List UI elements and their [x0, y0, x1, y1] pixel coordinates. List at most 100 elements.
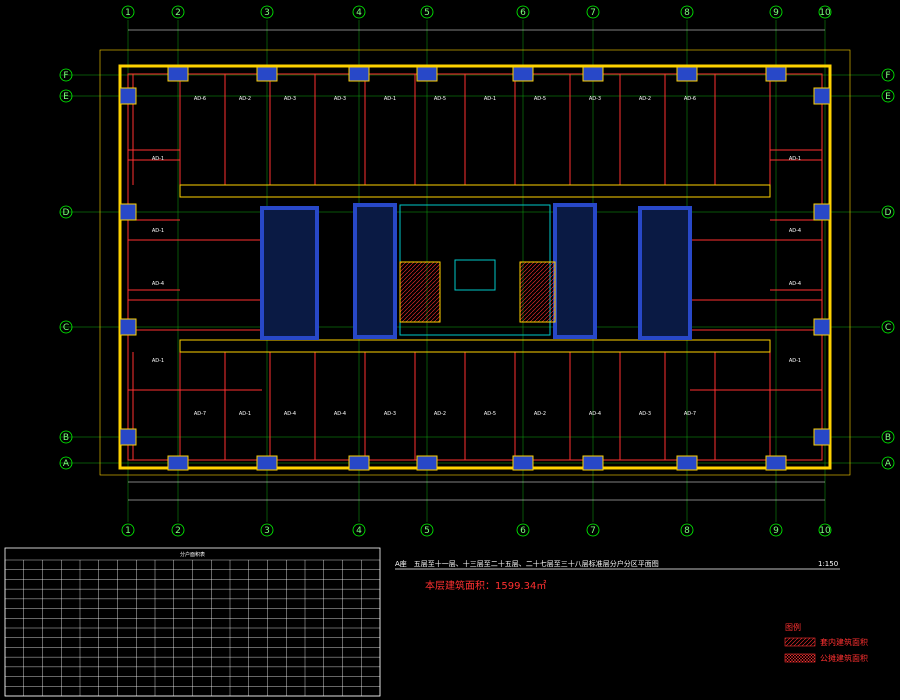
axis-grid [60, 20, 880, 522]
axis-bubble-2: 2 [171, 523, 185, 537]
axis-bubble-9: 9 [769, 523, 783, 537]
axis-label: 9 [773, 8, 779, 18]
column [813, 318, 831, 336]
room-label: AD-4 [334, 411, 346, 417]
legend-swatch-1 [784, 637, 816, 647]
room-label: AD-1 [789, 156, 801, 162]
column [765, 66, 787, 82]
axis-label: 3 [264, 526, 270, 536]
axis-label: D [63, 208, 70, 218]
room-label: AD-1 [152, 228, 164, 234]
axis-label: 6 [520, 8, 526, 18]
axis-bubble-2: 2 [171, 5, 185, 19]
axis-bubble-C: C [59, 320, 73, 334]
axis-bubble-D: D [881, 205, 895, 219]
column [512, 455, 534, 471]
column [119, 87, 137, 105]
room-label: AD-3 [589, 96, 601, 102]
room-label: AD-3 [334, 96, 346, 102]
corridor [179, 184, 771, 353]
room-label: AD-1 [152, 156, 164, 162]
room-label: AD-3 [284, 96, 296, 102]
axis-bubble-3: 3 [260, 5, 274, 19]
room-label: AD-6 [194, 96, 206, 102]
column [119, 318, 137, 336]
room-label: AD-1 [384, 96, 396, 102]
room-label: AD-1 [239, 411, 251, 417]
column [582, 455, 604, 471]
axis-bubble-C: C [881, 320, 895, 334]
axis-bubble-8: 8 [680, 5, 694, 19]
room-label: AD-4 [284, 411, 296, 417]
axis-bubble-8: 8 [680, 523, 694, 537]
axis-bubble-E: E [881, 89, 895, 103]
axis-label: D [885, 208, 892, 218]
room-label: AD-1 [789, 358, 801, 364]
axis-label: 1 [125, 8, 131, 18]
room-label: AD-3 [384, 411, 396, 417]
axis-label: B [885, 433, 891, 443]
building-core [260, 203, 692, 340]
column [765, 455, 787, 471]
room-label: AD-5 [434, 96, 446, 102]
column [256, 66, 278, 82]
room-label: AD-6 [684, 96, 696, 102]
axis-label: B [63, 433, 69, 443]
axis-bubble-1: 1 [121, 5, 135, 19]
room-label: AD-2 [434, 411, 446, 417]
column [167, 66, 189, 82]
axis-label: 10 [819, 526, 831, 536]
column [813, 428, 831, 446]
axis-bubble-9: 9 [769, 5, 783, 19]
room-label: AD-4 [589, 411, 601, 417]
axis-label: 8 [684, 526, 690, 536]
axis-bubble-B: B [59, 430, 73, 444]
room-label: AD-1 [152, 358, 164, 364]
drawing-title: A座 五层至十一层、十三层至二十五层、二十七层至三十八层标准层分户分区平面图 [395, 559, 659, 568]
axis-label: 8 [684, 8, 690, 18]
axis-label: A [885, 459, 892, 469]
column [512, 66, 534, 82]
dimension-lines [128, 29, 825, 501]
axis-bubble-6: 6 [516, 5, 530, 19]
axis-label: 2 [175, 8, 181, 18]
axis-bubble-F: F [881, 68, 895, 82]
axis-label: A [63, 459, 70, 469]
legend-title: 图例 [785, 622, 801, 632]
room-label: AD-3 [639, 411, 651, 417]
axis-bubble-E: E [59, 89, 73, 103]
axis-label: F [885, 71, 890, 81]
axis-bubble-4: 4 [352, 5, 366, 19]
axis-label: 4 [356, 8, 362, 18]
column [582, 66, 604, 82]
drawing-title-block: A座 五层至十一层、十三层至二十五层、二十七层至三十八层标准层分户分区平面图 1… [395, 559, 840, 592]
axis-label: 1 [125, 526, 131, 536]
axis-bubble-5: 5 [420, 523, 434, 537]
room-label: AD-4 [789, 228, 801, 234]
room-label: AD-5 [484, 411, 496, 417]
axis-label: 7 [590, 8, 596, 18]
column [119, 428, 137, 446]
outer-wall [99, 49, 851, 476]
axis-label: 2 [175, 526, 181, 536]
axis-label: 10 [819, 8, 831, 18]
axis-label: E [63, 92, 69, 102]
column [813, 87, 831, 105]
room-label: AD-2 [239, 96, 251, 102]
room-label: AD-7 [684, 411, 696, 417]
room-label: AD-1 [484, 96, 496, 102]
axis-bubble-4: 4 [352, 523, 366, 537]
column [348, 66, 370, 82]
room-label: AD-4 [789, 281, 801, 287]
legend-item-1: 套内建筑面积 [820, 637, 868, 647]
column [416, 455, 438, 471]
column [676, 455, 698, 471]
axis-bubble-3: 3 [260, 523, 274, 537]
axis-bubble-F: F [59, 68, 73, 82]
drawing-scale: 1:150 [818, 560, 838, 568]
room-label: AD-4 [152, 281, 164, 287]
column [416, 66, 438, 82]
axis-label: C [885, 323, 891, 333]
